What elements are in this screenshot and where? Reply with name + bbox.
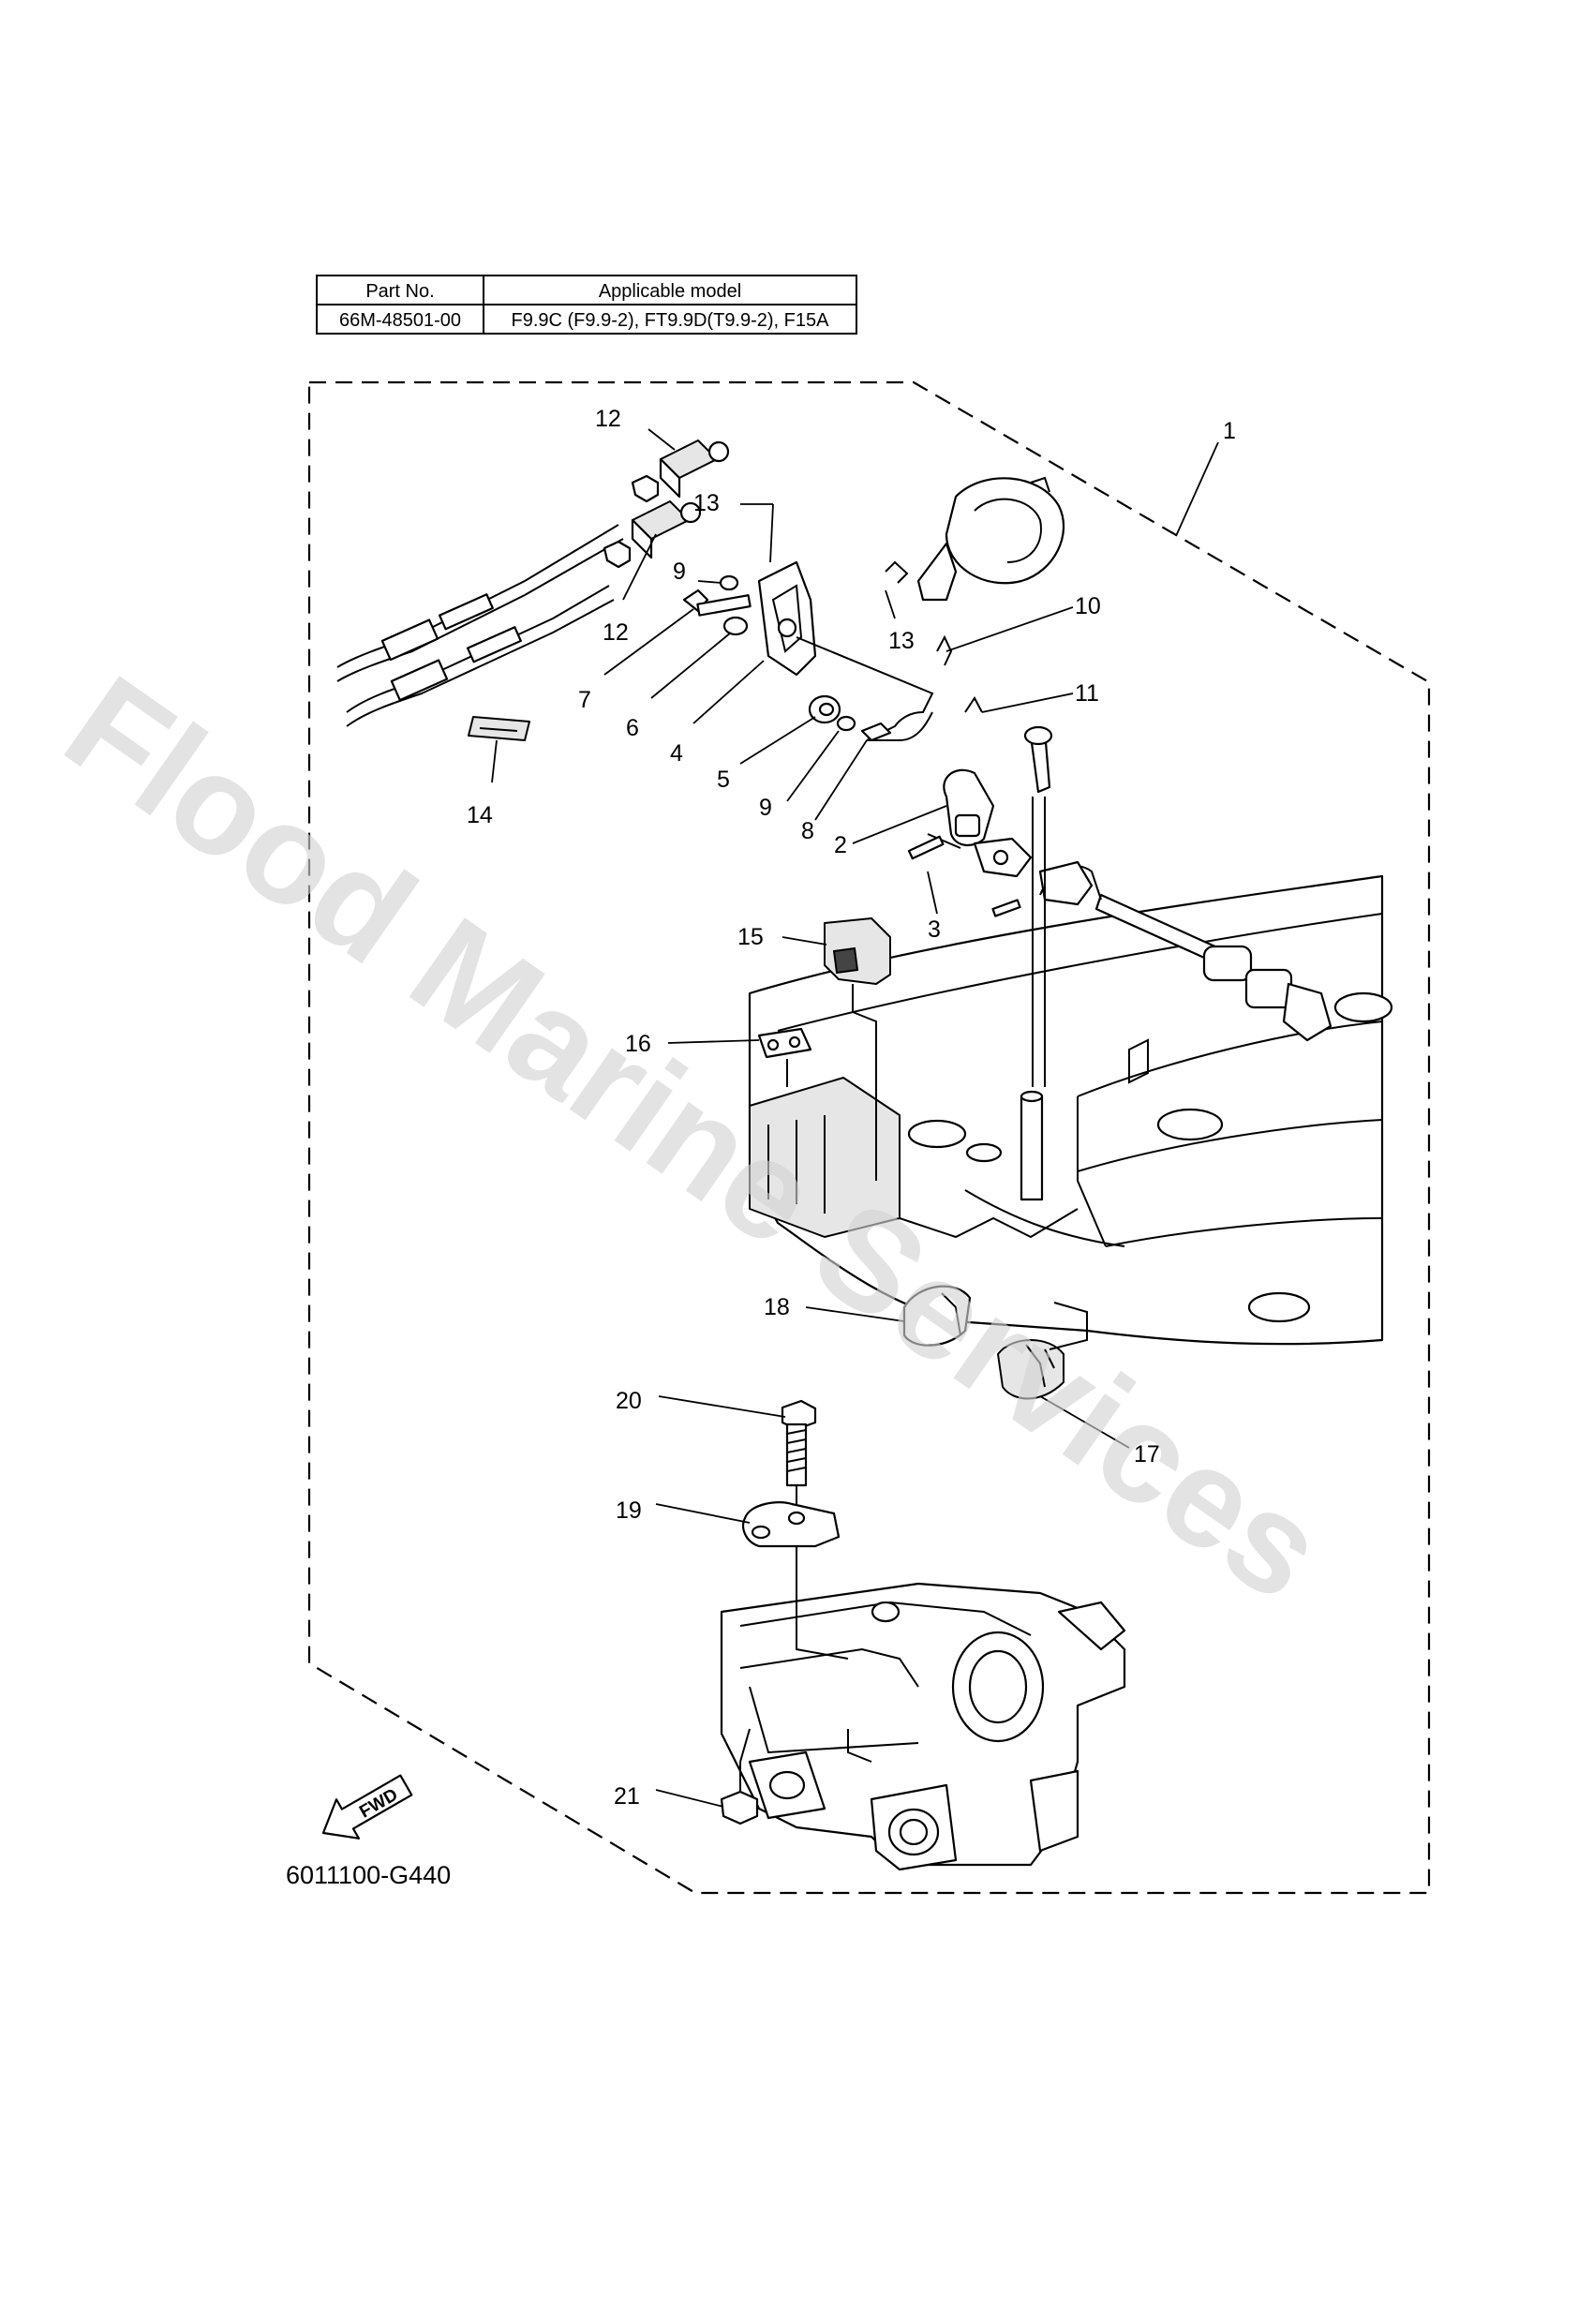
callout-20: 20: [616, 1388, 642, 1414]
shift-rod: [1039, 865, 1332, 1042]
fwd-arrow-icon: FWD: [321, 1774, 413, 1840]
throttle-cam: [757, 560, 817, 677]
callout-2: 2: [834, 832, 847, 858]
callout-1: 1: [1223, 418, 1236, 444]
diagram-code: 6011100-G440: [286, 1861, 451, 1889]
callout-17: 17: [1134, 1441, 1160, 1467]
hardware-small: [682, 574, 856, 732]
callout-9a: 9: [673, 559, 686, 585]
throttle-lever: [907, 725, 1094, 1087]
callout-12b: 12: [603, 619, 629, 646]
nut-21: [720, 1728, 759, 1825]
callout-13b: 13: [888, 628, 915, 654]
callout-13a: 13: [693, 490, 720, 516]
callout-9b: 9: [759, 795, 772, 821]
callout-10: 10: [1075, 593, 1101, 619]
parts-table: Part No. Applicable model 66M-48501-00 F…: [316, 275, 857, 335]
table-header-part-no: Part No.: [365, 281, 434, 302]
callout-7: 7: [578, 687, 591, 713]
callout-19: 19: [616, 1497, 642, 1524]
callouts: 1 2 3 4 5 6 7 8 9 9 10 11 12 12 13 13 14…: [467, 406, 1236, 1810]
bolt-and-plate: [742, 1399, 841, 1668]
leader-lines: [491, 428, 1219, 1808]
callout-14: 14: [467, 802, 493, 828]
callout-6: 6: [626, 715, 639, 741]
cable-label: [468, 716, 530, 741]
cable-joints: [631, 439, 730, 559]
swivel-bracket: [720, 1582, 1126, 1871]
assembly-boundary: [307, 380, 1431, 1895]
grommet-and-plate: [757, 917, 891, 1181]
callout-3: 3: [928, 916, 941, 943]
callout-21: 21: [614, 1783, 640, 1810]
callout-4: 4: [670, 740, 683, 767]
throttle-grip-assembly: [916, 476, 1064, 602]
link-rod: [796, 560, 983, 742]
callout-5: 5: [717, 767, 730, 793]
callout-16: 16: [625, 1031, 651, 1057]
cowling-grommets: [902, 1285, 1088, 1400]
callout-12a: 12: [595, 406, 621, 432]
callout-11: 11: [1075, 680, 1099, 707]
table-cell-applicable-model: F9.9C (F9.9-2), FT9.9D(T9.9-2), F15A: [512, 310, 830, 331]
callout-15: 15: [737, 924, 764, 950]
table-cell-part-number: 66M-48501-00: [339, 310, 461, 331]
callout-18: 18: [764, 1294, 790, 1320]
bottom-cowling: [748, 874, 1393, 1346]
table-header-applicable-model: Applicable model: [599, 281, 741, 302]
callout-8: 8: [801, 818, 814, 844]
throttle-cables: [336, 474, 660, 727]
